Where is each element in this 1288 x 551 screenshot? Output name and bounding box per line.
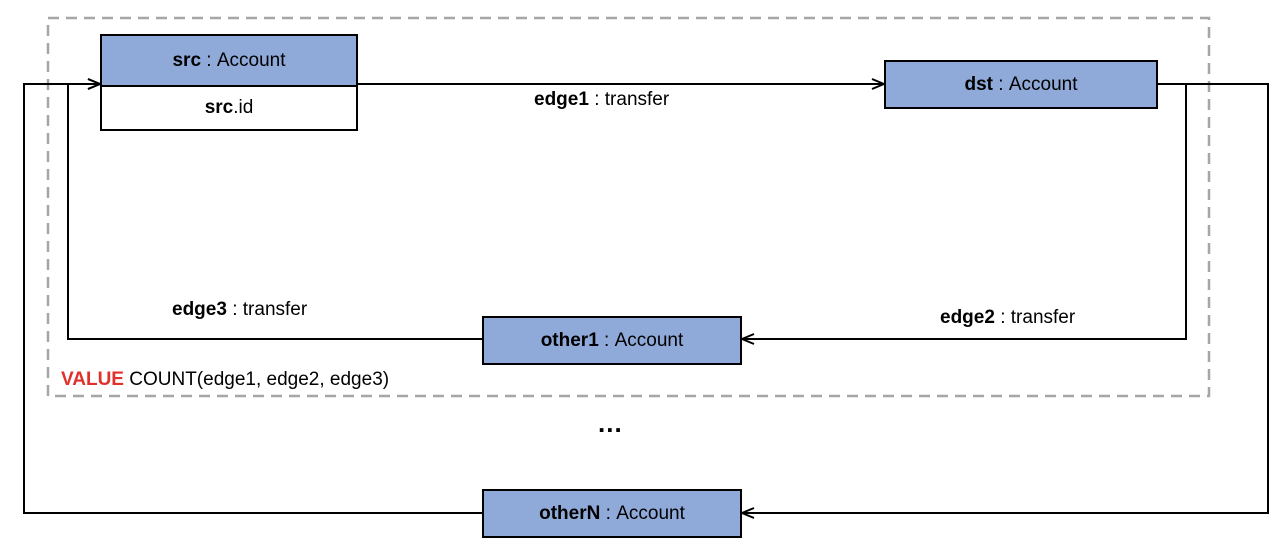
edge2-sep: : bbox=[994, 307, 1011, 328]
edge2-line bbox=[742, 83, 1187, 339]
outer-in-line bbox=[742, 83, 1269, 513]
edge1-var: edge1 bbox=[534, 89, 589, 110]
edge2-label: edge2 : transfer bbox=[940, 307, 1075, 329]
other1-node-var: other1 bbox=[540, 329, 599, 351]
edge1-sep: : bbox=[588, 89, 605, 110]
value-keyword: VALUE bbox=[61, 369, 124, 390]
otherN-node-type: Account bbox=[616, 502, 685, 524]
edge2-var: edge2 bbox=[940, 307, 995, 328]
other1-node-type: Account bbox=[614, 329, 684, 351]
edge3-type: transfer bbox=[242, 299, 308, 320]
value-scope-box bbox=[46, 16, 1211, 398]
other1-node-header: other1 : Account bbox=[484, 318, 740, 363]
edge3-label: edge3 : transfer bbox=[172, 299, 307, 321]
other1-node-sep: : bbox=[598, 329, 615, 351]
src-node: src : Account src.id bbox=[100, 34, 358, 131]
otherN-node-header: otherN : Account bbox=[484, 491, 740, 536]
src-node-sep: : bbox=[201, 49, 217, 71]
dst-node-var: dst bbox=[964, 73, 994, 95]
dst-node-type: Account bbox=[1008, 73, 1078, 95]
src-node-header: src : Account bbox=[102, 36, 356, 85]
ellipsis-more-paths: ... bbox=[598, 408, 623, 438]
other1-node: other1 : Account bbox=[482, 316, 742, 365]
value-expression: VALUE COUNT(edge1, edge2, edge3) bbox=[61, 369, 389, 391]
outer-out-line bbox=[23, 84, 482, 514]
value-count-expression: COUNT(edge1, edge2, edge3) bbox=[123, 369, 390, 390]
src-node-type: Account bbox=[216, 49, 286, 71]
edge3-sep: : bbox=[226, 299, 243, 320]
dst-node-header: dst : Account bbox=[886, 62, 1156, 107]
edge1-label: edge1 : transfer bbox=[534, 89, 669, 111]
src-node-property-row: src.id bbox=[102, 85, 356, 129]
dst-node-sep: : bbox=[993, 73, 1009, 95]
edge2-type: transfer bbox=[1010, 307, 1076, 328]
dst-node: dst : Account bbox=[884, 60, 1158, 109]
src-property-suffix: .id bbox=[233, 97, 254, 118]
edge1-type: transfer bbox=[604, 89, 670, 110]
src-node-var: src bbox=[172, 49, 202, 71]
edge3-var: edge3 bbox=[172, 299, 227, 320]
src-property-var: src bbox=[204, 97, 234, 118]
otherN-node-var: otherN bbox=[539, 502, 601, 524]
otherN-node-sep: : bbox=[600, 502, 617, 524]
otherN-node: otherN : Account bbox=[482, 489, 742, 538]
